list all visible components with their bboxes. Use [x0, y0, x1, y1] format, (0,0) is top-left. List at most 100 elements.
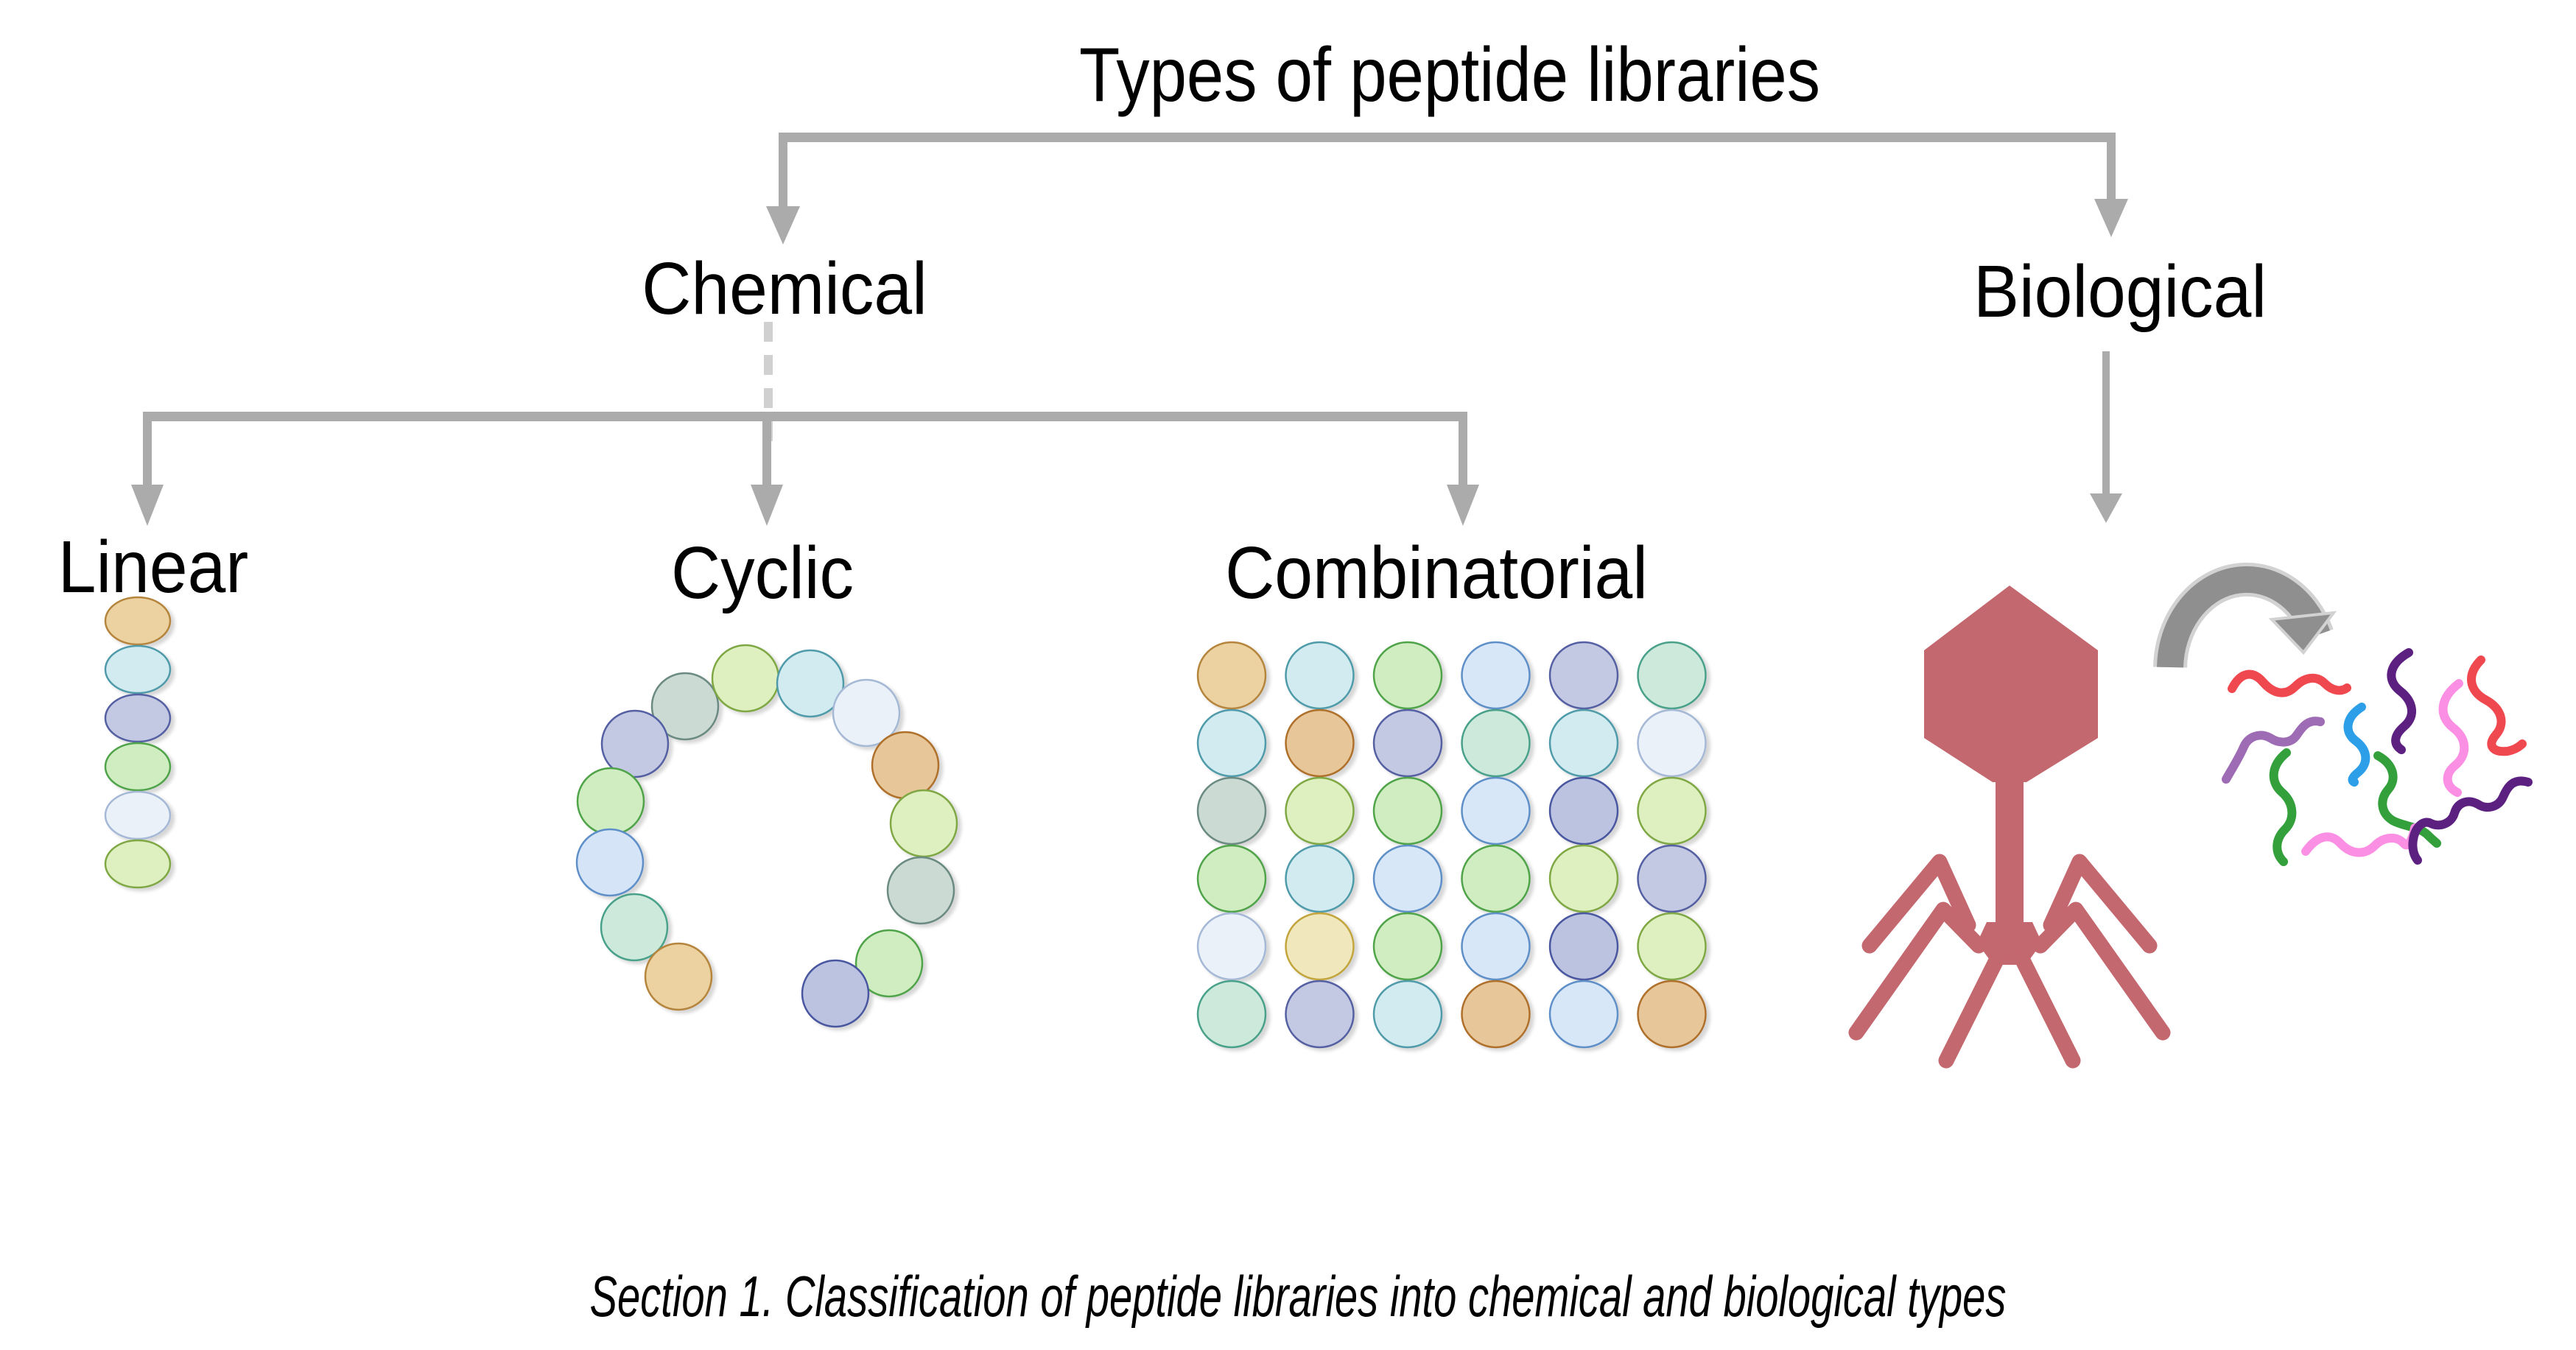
top-branch-line — [779, 133, 2116, 142]
grid-bead — [1548, 980, 1619, 1049]
grid-bead — [1285, 844, 1355, 913]
cyclic-bead — [801, 959, 870, 1028]
peptide-squiggle — [2301, 823, 2419, 857]
grid-bead — [1285, 912, 1355, 981]
node-label-biological: Biological — [1973, 250, 2267, 333]
cyclic-bead — [600, 709, 670, 778]
peptide-squiggle — [2269, 748, 2297, 866]
linear-bead — [104, 742, 172, 792]
cyclic-bead — [832, 678, 901, 748]
grid-bead — [1461, 776, 1531, 845]
cyclic-bead — [776, 649, 845, 718]
grid-bead — [1285, 641, 1355, 710]
phage-head — [1924, 586, 2098, 782]
node-label-cyclic: Cyclic — [671, 532, 854, 614]
arrow-to-linear-shaft — [143, 412, 152, 487]
combinatorial-bead-grid — [1196, 641, 1707, 1049]
grid-bead — [1637, 709, 1707, 778]
cyclic-peptide-ring — [575, 644, 958, 1028]
peptide-squiggle — [2467, 655, 2527, 756]
arrow-to-phage-shaft — [2102, 351, 2110, 496]
curved-arrow-head — [2268, 611, 2337, 655]
grid-bead — [1285, 709, 1355, 778]
peptide-squiggle — [2343, 703, 2370, 787]
peptide-squiggle — [2408, 776, 2533, 865]
grid-bead — [1548, 844, 1619, 913]
diagram-title: Types of peptide libraries — [1079, 32, 1820, 118]
grid-bead — [1372, 912, 1443, 981]
curved-arrow-icon — [2153, 562, 2337, 668]
cyclic-bead — [886, 856, 955, 925]
linear-bead — [104, 693, 172, 743]
phage-legs — [1848, 854, 2171, 1069]
grid-bead — [1548, 709, 1619, 778]
grid-bead — [1637, 844, 1707, 913]
grid-bead — [1196, 912, 1267, 981]
grid-bead — [1372, 641, 1443, 710]
grid-bead — [1372, 776, 1443, 845]
arrow-to-combinatorial-head — [1447, 485, 1479, 526]
figure-caption: Section 1. Classification of peptide lib… — [589, 1264, 2007, 1329]
peptide-squiggle — [2228, 669, 2351, 697]
arrow-to-chemical-shaft — [779, 133, 787, 208]
node-label-chemical: Chemical — [642, 247, 927, 330]
linear-bead — [104, 596, 172, 646]
linear-bead — [104, 790, 172, 840]
arrow-to-cyclic-shaft — [762, 412, 771, 487]
grid-bead — [1548, 776, 1619, 845]
grid-bead — [1196, 641, 1267, 710]
grid-bead — [1461, 709, 1531, 778]
grid-bead — [1461, 980, 1531, 1049]
arrow-to-biological-head — [2094, 199, 2128, 237]
grid-bead — [1637, 776, 1707, 845]
cyclic-bead — [576, 767, 645, 836]
linear-bead — [104, 839, 172, 889]
peptide-squiggle — [2438, 679, 2469, 797]
grid-bead — [1461, 641, 1531, 710]
cyclic-bead — [650, 672, 720, 741]
arrow-to-linear-head — [131, 485, 164, 526]
cyclic-bead — [711, 644, 780, 713]
peptide-squiggles — [2222, 648, 2533, 866]
phage-baseplate — [1977, 922, 2042, 965]
peptide-squiggle — [2387, 648, 2416, 754]
peptide-squiggle — [2222, 717, 2325, 784]
arrow-to-biological-shaft — [2107, 133, 2116, 201]
node-label-combinatorial: Combinatorial — [1225, 532, 1648, 614]
bacteriophage-icon — [1848, 586, 2171, 1069]
arrow-to-cyclic-head — [751, 485, 783, 526]
grid-bead — [1196, 980, 1267, 1049]
cyclic-bead — [854, 929, 924, 998]
cyclic-bead — [889, 789, 958, 858]
linear-bead — [104, 644, 172, 695]
arrow-to-combinatorial-shaft — [1459, 412, 1467, 487]
tree-connectors — [131, 133, 2128, 526]
cyclic-bead — [644, 942, 713, 1011]
grid-bead — [1548, 912, 1619, 981]
grid-bead — [1372, 709, 1443, 778]
grid-bead — [1372, 844, 1443, 913]
grid-bead — [1637, 912, 1707, 981]
grid-bead — [1372, 980, 1443, 1049]
phage-tail — [1996, 773, 2024, 929]
cyclic-bead — [575, 828, 645, 897]
grid-bead — [1285, 776, 1355, 845]
grid-bead — [1196, 709, 1267, 778]
grid-bead — [1196, 776, 1267, 845]
grid-bead — [1461, 912, 1531, 981]
node-label-linear: Linear — [57, 526, 249, 608]
grid-bead — [1637, 641, 1707, 710]
chemical-branch-line — [143, 412, 1467, 421]
cyclic-bead — [871, 731, 940, 800]
grid-bead — [1461, 844, 1531, 913]
grid-bead — [1196, 844, 1267, 913]
arrow-to-chemical-head — [766, 206, 800, 245]
cyclic-bead — [600, 893, 669, 962]
curved-arrow-band — [2157, 566, 2330, 668]
grid-bead — [1548, 641, 1619, 710]
grid-bead — [1637, 980, 1707, 1049]
peptide-squiggle — [2373, 751, 2441, 848]
arrow-to-phage-head — [2090, 493, 2122, 523]
